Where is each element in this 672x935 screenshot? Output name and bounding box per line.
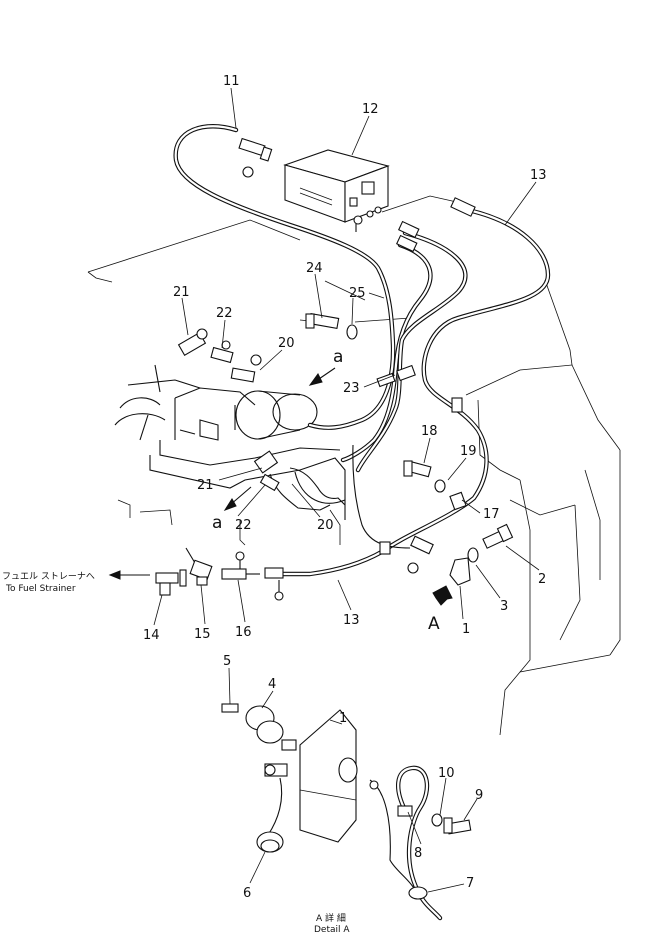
callout-2: 2 xyxy=(538,572,546,587)
controller-box xyxy=(283,149,390,232)
callout-21: 21 xyxy=(173,285,190,300)
callout-11: 11 xyxy=(223,74,240,89)
callout-23: 23 xyxy=(343,381,360,396)
fuel-strainer-label-jp: フュエル ストレーナへ xyxy=(2,571,95,582)
direction-arrows xyxy=(108,367,453,606)
callout-16: 16 xyxy=(235,625,252,640)
hose-harness xyxy=(173,124,551,577)
callout-5: 5 xyxy=(223,654,231,669)
letter-a-upper: a xyxy=(333,347,343,367)
callout-labels: 11 12 13 24 25 21 22 20 a 23 18 19 21 a … xyxy=(143,74,547,901)
callout-3: 3 xyxy=(500,599,508,614)
callout-20-lower: 20 xyxy=(317,518,334,533)
callout-12: 12 xyxy=(362,102,379,117)
callout-24: 24 xyxy=(306,261,323,276)
letter-a-lower: a xyxy=(212,513,222,533)
text-notes: フュエル ストレーナへ To Fuel Strainer A 詳 細 Detai… xyxy=(2,571,350,935)
callout-1-detail: 1 xyxy=(339,711,347,726)
detail-a-assembly xyxy=(221,703,472,921)
callout-4: 4 xyxy=(268,677,276,692)
detail-a-label-jp: A 詳 細 xyxy=(316,912,346,924)
callout-1: 1 xyxy=(462,622,470,637)
callout-20: 20 xyxy=(278,336,295,351)
callout-13-lower: 13 xyxy=(343,613,360,628)
callout-7: 7 xyxy=(466,876,474,891)
callout-15: 15 xyxy=(194,627,211,642)
machine-frame-outline xyxy=(87,195,621,736)
callout-21-lower: 21 xyxy=(197,478,214,493)
callout-14: 14 xyxy=(143,628,160,643)
clamps-and-bolts xyxy=(177,313,514,586)
callout-13: 13 xyxy=(530,168,547,183)
letter-A: A xyxy=(428,614,440,634)
callout-9: 9 xyxy=(475,788,483,803)
fuel-strainer-label-en: To Fuel Strainer xyxy=(5,584,76,594)
detail-a-label-en: Detail A xyxy=(314,925,350,935)
callout-18: 18 xyxy=(421,424,438,439)
callout-22: 22 xyxy=(216,306,233,321)
leader-lines xyxy=(153,87,540,893)
engine-block xyxy=(114,364,346,520)
callout-19: 19 xyxy=(460,444,477,459)
fuel-fittings xyxy=(155,547,260,596)
callout-10: 10 xyxy=(438,766,455,781)
callout-8: 8 xyxy=(414,846,422,861)
hose-fittings xyxy=(238,137,476,601)
callout-17: 17 xyxy=(483,507,500,522)
callout-25: 25 xyxy=(349,286,366,301)
callout-6: 6 xyxy=(243,886,251,901)
callout-22-lower: 22 xyxy=(235,518,252,533)
